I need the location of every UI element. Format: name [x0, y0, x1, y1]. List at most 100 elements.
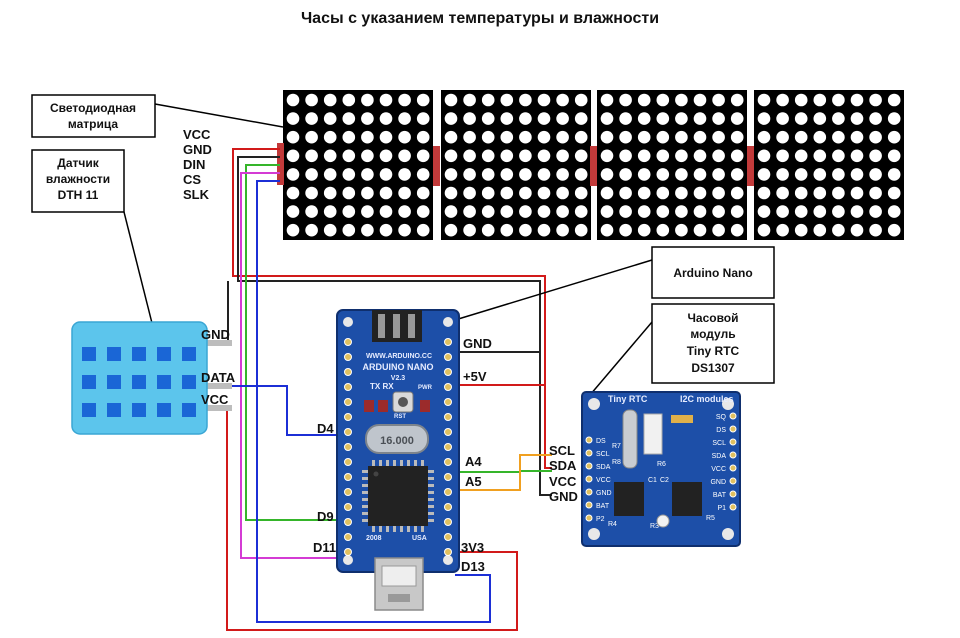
rtc-pin-hole [729, 451, 737, 459]
matrix-led [730, 223, 744, 237]
rtc-bus-text: I2C modules [680, 394, 734, 404]
nano-site-text: WWW.ARDUINO.CC [366, 353, 432, 360]
nano-pin-hole [344, 398, 352, 406]
nano-pin-hole [444, 533, 452, 541]
matrix-led [869, 168, 882, 181]
matrix-led [693, 130, 707, 144]
matrix-pin-gnd: GND [183, 142, 212, 157]
callout-arduino-box [651, 246, 775, 299]
matrix-led [444, 130, 458, 144]
matrix-led [323, 186, 337, 200]
wires [202, 148, 552, 631]
rtc-pin-hole [585, 449, 593, 457]
nano-pin-hole [344, 413, 352, 421]
matrix-led [379, 168, 393, 181]
matrix-led [675, 93, 688, 107]
matrix-led [637, 168, 651, 181]
matrix-led [794, 205, 808, 218]
nano-pin-a5: A5 [465, 474, 482, 489]
matrix-led [730, 186, 744, 200]
matrix-led [869, 93, 882, 107]
matrix-led [832, 168, 845, 181]
rtc-part-label: R4 [608, 521, 617, 528]
matrix-led [656, 112, 670, 125]
nano-pin-hole [344, 473, 352, 481]
matrix-led [444, 186, 458, 200]
matrix-led [813, 112, 827, 125]
matrix-led [776, 93, 789, 107]
matrix-led [463, 112, 476, 125]
matrix-led [574, 205, 588, 218]
rtc-pin-hole [729, 464, 737, 472]
rtc-pin-sda: SDA [549, 458, 577, 473]
rtc-diode [671, 415, 693, 423]
matrix-led [444, 149, 458, 163]
matrix-led [656, 149, 670, 163]
matrix-led [342, 93, 356, 107]
nano-usb-port [374, 557, 424, 611]
callout-sensor-line1: Датчик [57, 156, 99, 170]
matrix-led [757, 186, 771, 200]
rtc-pin-hole [585, 488, 593, 496]
sensor-pin-data: DATA [201, 370, 236, 385]
matrix-led [776, 205, 789, 218]
matrix-led [832, 93, 845, 107]
matrix-led [444, 168, 458, 181]
matrix-led [712, 149, 725, 163]
matrix-led [832, 186, 845, 200]
callout-sensor-line2: влажности [46, 172, 110, 186]
matrix-led [416, 186, 430, 200]
matrix-pin-cs: CS [183, 172, 201, 187]
diagram-title: Часы с указанием температуры и влажности [301, 10, 659, 27]
matrix-led [850, 112, 864, 125]
matrix-led [537, 130, 551, 144]
matrix-led [305, 130, 318, 144]
nano-pin-hole [444, 338, 452, 346]
matrix-led [730, 149, 744, 163]
matrix-led [379, 223, 393, 237]
matrix-led [305, 112, 318, 125]
rtc-brand-text: Tiny RTC [608, 394, 648, 404]
matrix-led [675, 130, 688, 144]
rtc-pin-hole [729, 438, 737, 446]
matrix-led [556, 93, 569, 107]
matrix-led [444, 93, 458, 107]
matrix-led [887, 93, 901, 107]
matrix-led [757, 223, 771, 237]
nano-pin-hole [344, 368, 352, 376]
sensor-pin-vcc: VCC [201, 392, 229, 407]
matrix-led [869, 223, 882, 237]
matrix-led [656, 168, 670, 181]
matrix-led [832, 149, 845, 163]
matrix-led [776, 112, 789, 125]
matrix-led [463, 205, 476, 218]
matrix-led [712, 186, 725, 200]
matrix-input-connector [277, 143, 284, 185]
nano-pin-hole [444, 473, 452, 481]
wire-matrix-din [245, 164, 345, 521]
nano-pin-gnd: GND [463, 336, 492, 351]
matrix-led [361, 205, 374, 218]
matrix-led [463, 186, 476, 200]
matrix-led [693, 168, 707, 181]
wire-sensor-data [202, 385, 345, 436]
matrix-led [342, 112, 356, 125]
nano-pin-hole [344, 503, 352, 511]
matrix-led [416, 205, 430, 218]
matrix-led [637, 112, 651, 125]
nano-rst-text: RST [394, 414, 406, 420]
matrix-led [537, 149, 551, 163]
rtc-pin-hole [729, 412, 737, 420]
matrix-led [361, 186, 374, 200]
matrix-led [361, 130, 374, 144]
matrix-led [305, 168, 318, 181]
matrix-led [712, 205, 725, 218]
matrix-led [463, 149, 476, 163]
matrix-led [416, 223, 430, 237]
matrix-led [416, 168, 430, 181]
matrix-led [398, 186, 411, 200]
rtc-left-pin-label: BAT [596, 503, 610, 510]
matrix-led [850, 223, 864, 237]
matrix-led [600, 168, 614, 181]
callout-matrix-line2: матрица [68, 117, 119, 131]
